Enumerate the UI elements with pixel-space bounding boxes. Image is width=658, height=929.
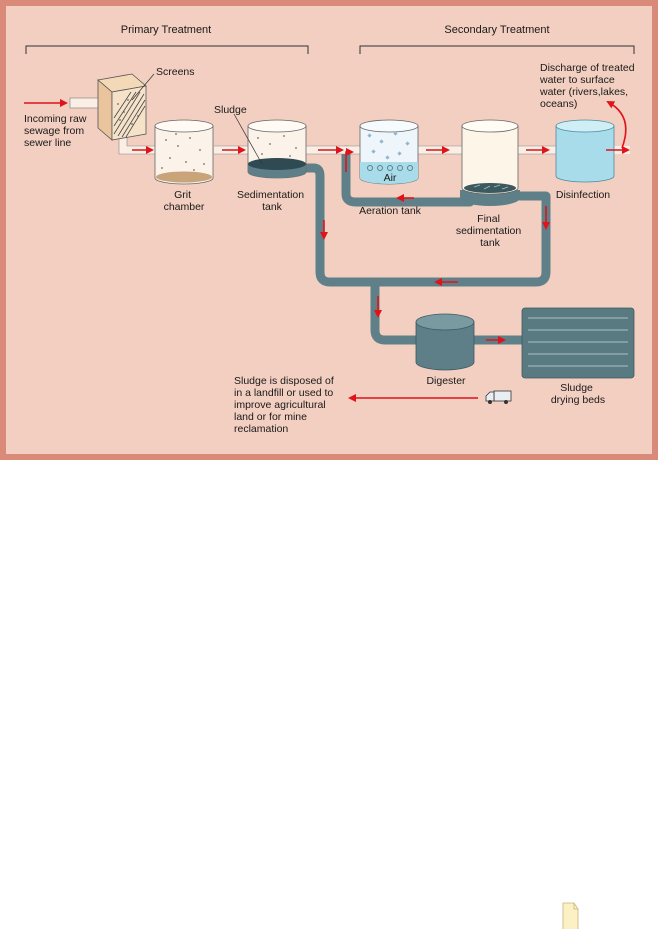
- sludge-pipes: [275, 145, 551, 345]
- arrow-discharge-curve: [606, 101, 627, 149]
- aeration-tank-label: Aeration tank: [359, 205, 422, 217]
- final-sedimentation-tank: [460, 119, 520, 206]
- final-sedimentation-label: Final sedimentation tank: [456, 213, 524, 249]
- screens-label: Screens: [156, 66, 195, 78]
- air-label: Air: [384, 172, 397, 184]
- sedimentation-tank: [247, 119, 307, 179]
- primary-treatment-brace: [25, 45, 309, 54]
- disposal-label: Sludge is disposed of in a landfill or u…: [234, 375, 337, 435]
- truck-icon: [485, 390, 512, 404]
- discharge-label: Discharge of treated water to surface wa…: [539, 62, 637, 110]
- aeration-return-arrow: [345, 148, 354, 172]
- screens-leader: [131, 73, 155, 101]
- sludge-drying-beds: [521, 307, 635, 379]
- flow-arrows: [24, 99, 630, 402]
- grit-chamber-label: Grit chamber: [164, 189, 205, 213]
- digester-label: Digester: [426, 375, 466, 387]
- primary-treatment-header: Primary Treatment: [121, 24, 211, 36]
- sedimentation-tank-label: Sedimentation tank: [237, 189, 307, 213]
- secondary-treatment-brace: [359, 45, 635, 54]
- disinfection-tank: [555, 119, 615, 183]
- page-corner-icon: [562, 902, 579, 929]
- sludge-label: Sludge: [214, 104, 247, 116]
- digester: [415, 313, 475, 371]
- disinfection-label: Disinfection: [556, 189, 610, 201]
- secondary-treatment-header: Secondary Treatment: [444, 24, 549, 36]
- aeration-tank: Air: [359, 119, 419, 185]
- sludge-leader: [233, 113, 263, 165]
- screens-unit: [97, 73, 147, 141]
- incoming-label: Incoming raw sewage from sewer line: [24, 113, 89, 149]
- drying-beds-label: Sludge drying beds: [551, 382, 605, 406]
- grit-chamber: [154, 119, 214, 185]
